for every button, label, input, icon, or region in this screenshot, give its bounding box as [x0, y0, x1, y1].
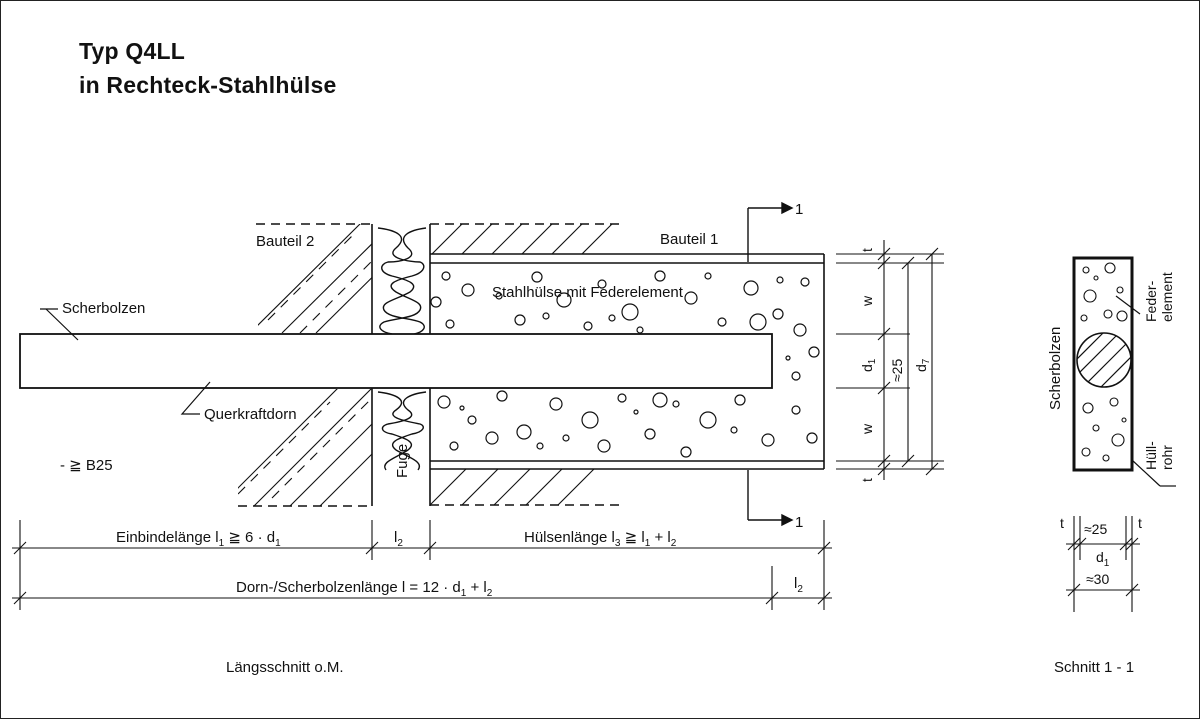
- bauteil1-hatch: [430, 223, 620, 506]
- drawing-title-line2: in Rechteck-Stahlhülse: [79, 72, 337, 98]
- querkraftdorn-bolt: [19, 333, 773, 389]
- bauteil2-hatch: [238, 223, 373, 507]
- dim-huelsenlaenge: Hülsenlänge l3 ≧ l1 + l2: [524, 529, 677, 549]
- section-marker-top-label: 1: [795, 201, 803, 218]
- section-dim-d1: d1: [1096, 549, 1110, 569]
- label-scherbolzen: Scherbolzen: [62, 300, 145, 317]
- label-bauteil1: Bauteil 1: [660, 231, 718, 248]
- section-dim-approx25: ≈25: [1084, 521, 1107, 537]
- dim-d7-vertical: d7: [913, 358, 932, 372]
- dim-l2-end: l2: [794, 575, 803, 595]
- dim-d1-vertical: d1: [859, 358, 878, 372]
- drawing-title-line1: Typ Q4LL: [79, 38, 185, 64]
- dim-einbindelaenge: Einbindelänge l1 ≧ 6 · d1: [116, 529, 281, 549]
- dim-w-top: w: [859, 295, 875, 307]
- stahlhuelse: [430, 253, 825, 470]
- label-stahlhuelse: Stahlhülse mit Federelement: [492, 284, 684, 301]
- cross-section-dimensions: [1066, 516, 1140, 612]
- federelement-fill: [430, 270, 820, 458]
- dim-l2-joint: l2: [394, 529, 403, 549]
- label-concrete-class: - ≧ B25: [60, 457, 113, 474]
- section-dim-t-left: t: [1060, 515, 1064, 531]
- leader-federelement: [1115, 295, 1141, 315]
- label-querkraftdorn: Querkraftdorn: [204, 406, 297, 423]
- horizontal-dimensions: [12, 520, 832, 610]
- label-huellrohr-2: rohr: [1159, 445, 1175, 470]
- label-federelement-1: Feder-: [1143, 280, 1159, 322]
- dim-approx25-vertical: ≈25: [889, 359, 905, 382]
- label-federelement-2: element: [1159, 272, 1175, 322]
- vertical-dimensions: [836, 240, 944, 480]
- section-marker-bottom-label: 1: [795, 514, 803, 531]
- section-marker-bottom: [747, 470, 794, 527]
- cross-section: [1072, 256, 1134, 472]
- svg-text:d7: d7: [913, 358, 932, 372]
- caption-laengsschnitt: Längsschnitt o.M.: [226, 659, 344, 676]
- dim-dornlaenge: Dorn-/Scherbolzenlänge l = 12 · d1 + l2: [236, 579, 493, 599]
- leader-huellrohr-b: [1131, 459, 1161, 487]
- svg-text:d1: d1: [859, 358, 878, 372]
- caption-schnitt: Schnitt 1 - 1: [1054, 659, 1134, 676]
- leader-scherbolzen-tip: [45, 308, 79, 341]
- leader-querkraftdorn: [180, 381, 211, 415]
- dim-t-top: t: [859, 248, 875, 252]
- section-dim-t-right: t: [1138, 515, 1142, 531]
- section-marker-top: [747, 201, 794, 262]
- label-bauteil2: Bauteil 2: [256, 233, 314, 250]
- dim-w-bottom: w: [859, 423, 875, 435]
- dim-t-bottom: t: [859, 478, 875, 482]
- label-section-scherbolzen: Scherbolzen: [1047, 327, 1064, 410]
- section-dim-approx30: ≈30: [1086, 571, 1109, 587]
- label-huellrohr-1: Hüll-: [1143, 441, 1159, 470]
- label-fuge: Fuge: [394, 444, 411, 478]
